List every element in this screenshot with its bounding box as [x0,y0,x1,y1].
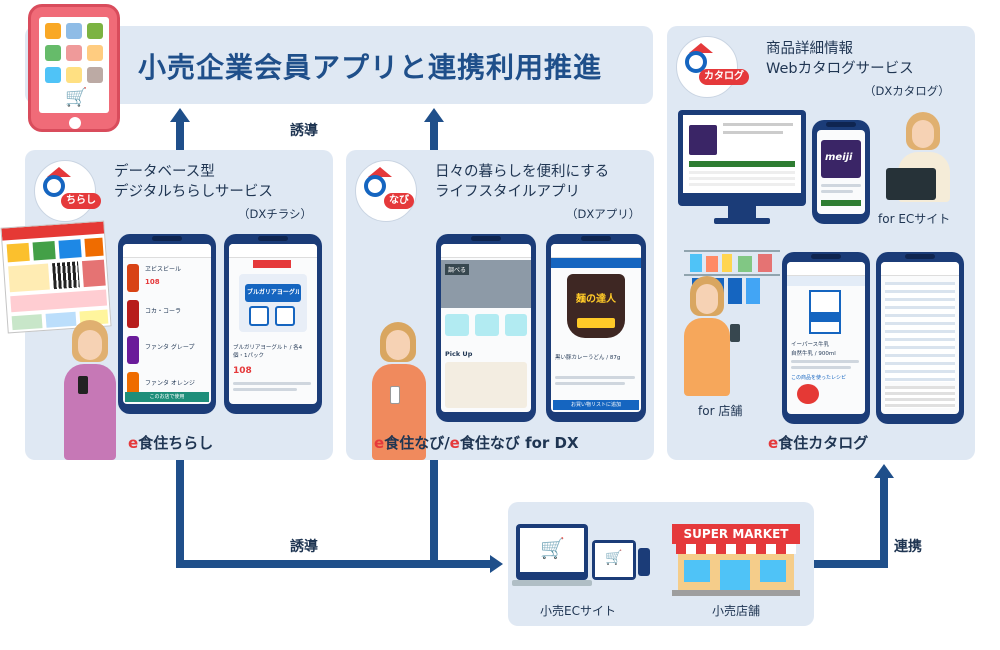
chirashi-logo: ちらし [34,160,96,222]
chirashi-store-button[interactable]: このお店で使用 [125,392,209,402]
link-arrow-head [874,464,894,478]
ec-devices-icon: 🛒 🛒 [516,524,648,596]
link-vertical [880,478,888,568]
catalog-phone-ec: meiji [812,120,870,224]
kitchen-image: 調べる [441,260,531,308]
chirashi-title-line1: データベース型 [114,163,215,182]
link-label: 連携 [894,536,922,556]
noodle-brand: 麺の達人 [571,290,621,305]
meiji-brand: meiji [825,152,853,163]
chirashi-item-1[interactable]: ヱビスビール [145,264,181,273]
nabi-phone-1: 調べる Pick Up [436,234,536,422]
retail-store-label: 小売店舗 [712,602,760,619]
woman-illustration [58,320,122,460]
guide-arrow-left-head [170,108,190,122]
yogurt-price: 108 [233,366,252,376]
chirashi-title-line2: デジタルちらしサービス [114,183,273,202]
catalog-subtitle: （DXカタログ） [864,83,950,99]
noodle-cup-image: 麺の達人 [567,274,625,338]
noodle-desc: 黒い豚カレーうどん / 87g [555,354,637,362]
chirashi-item-2[interactable]: コカ・コーラ [145,306,181,315]
woman-store-illustration [680,276,750,396]
chirashi-logo-text: ちらし [61,193,101,209]
nabi-phone-2: 麺の達人 黒い豚カレーうどん / 87g お買い物リストに追加 [546,234,646,422]
nabi-logo-text: なび [384,193,414,209]
yogurt-label: ブルガリアヨーグルト [247,287,299,296]
monitor-icon [678,110,806,206]
flow-arrow-head [490,555,503,573]
add-to-list-button[interactable]: お買い物リストに追加 [553,400,639,410]
guide-label-bottom: 誘導 [290,536,318,556]
for-store-label: for 店舗 [698,402,742,419]
meiji-product-image: meiji [821,140,861,178]
cart-icon: 🛒 [65,89,87,107]
chirashi-phone-1: ヱビスビール 108 コカ・コーラ ファンタ グレープ ファンタ オレンジ この… [118,234,216,414]
cart-icon: 🛒 [540,538,565,558]
nabi-title-line2: ライフスタイルアプリ [435,183,580,202]
woman-laptop-illustration [886,108,966,208]
guide-arrow-right-shaft [430,122,438,152]
chirashi-item-3[interactable]: ファンタ グレープ [145,342,195,351]
milk-name: イーパース牛乳 [791,340,829,348]
catalog-logo-text: カタログ [699,69,749,85]
supermarket-icon: SUPER MARKET [672,524,800,596]
nabi-menu-label: 調べる [445,264,469,275]
recipe-link[interactable]: この商品を使ったレシピ [791,374,846,381]
flow-horizontal [176,560,492,568]
catalog-logo: カタログ [676,36,738,98]
guide-label-top: 誘導 [290,120,318,140]
catalog-title-line2: Webカタログサービス [766,60,914,79]
yogurt-desc: ブルガリアヨーグルト / 各4個・1パック [233,344,313,360]
nabi-app-name: e食住なび/e食住なび for DX [374,432,579,453]
qr-code-icon [52,261,80,289]
supermarket-sign: SUPER MARKET [672,524,800,544]
flyer-image [0,221,111,334]
guide-arrow-left-shaft [176,122,184,152]
yogurt-image: ブルガリアヨーグルト [239,274,307,332]
catalog-title-line1: 商品詳細情報 [766,40,853,59]
retail-ec-label: 小売ECサイト [540,602,616,619]
catalog-app-name: e食住カタログ [768,432,868,453]
banner-title: 小売企業会員アプリと連携利用推進 [138,46,602,86]
cart-icon: 🛒 [605,551,622,565]
phone-icon [730,324,740,342]
flow-left-vertical [176,460,184,568]
nabi-title-line1: 日々の暮らしを便利にする [435,163,609,182]
phone-icon [390,386,400,404]
phone-icon [78,376,88,394]
chirashi-app-name: e食住ちらし [128,432,213,453]
link-horizontal [814,560,888,568]
nabi-logo: なび [355,160,417,222]
guide-arrow-right-head [424,108,444,122]
laptop-icon [886,168,936,200]
milk-carton-image [809,290,841,334]
tablet-icon: 🛒 [28,4,120,132]
chirashi-phone-2: ブルガリアヨーグルト ブルガリアヨーグルト / 各4個・1パック 108 [224,234,322,414]
flow-right-vertical [430,460,438,568]
chirashi-price: 108 [145,278,160,286]
for-ec-label: for ECサイト [878,210,950,227]
catalog-phone-list [876,252,964,424]
pick-up-label: Pick Up [445,350,472,358]
chirashi-item-4[interactable]: ファンタ オレンジ [145,378,195,387]
chirashi-subtitle: （DXチラシ） [238,206,312,222]
milk-desc: 自然牛乳 / 900ml [791,349,836,357]
catalog-phone-milk: イーパース牛乳 自然牛乳 / 900ml この商品を使ったレシピ [782,252,870,424]
nabi-subtitle: （DXアプリ） [566,206,640,222]
